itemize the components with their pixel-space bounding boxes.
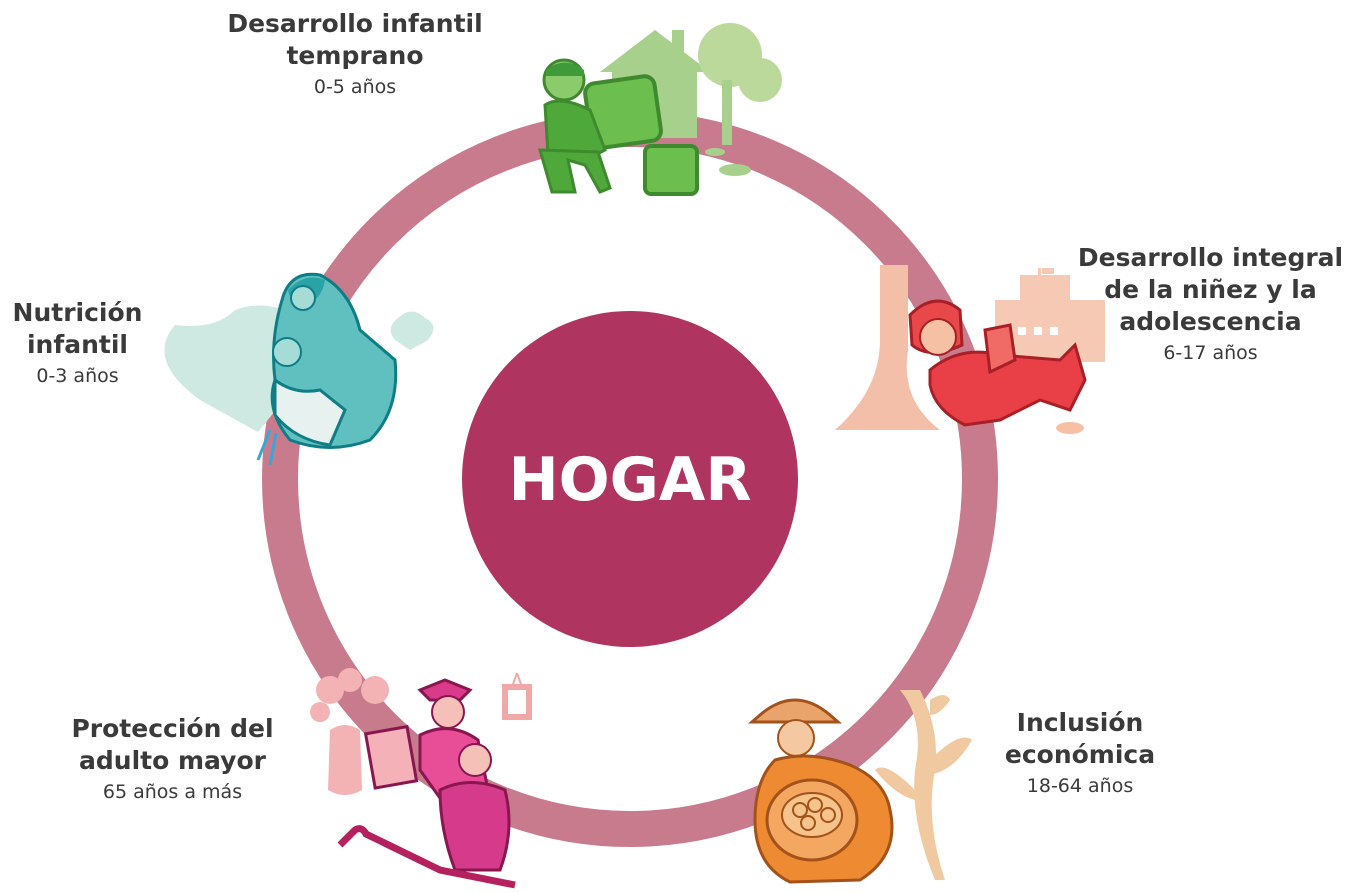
center-circle [462,311,798,647]
farmer-basket-illustration [748,690,972,884]
segment-label-proteccion-adulto: Protección del adulto mayor 65 años a má… [50,713,295,807]
center-label: HOGAR [508,445,751,515]
segment-title: Desarrollo infantil [227,9,483,38]
segment-label-nutricion-infantil: Nutrición infantil 0-3 años [0,297,155,391]
segment-label-inclusion-economica: Inclusión económica 18-64 años [980,707,1180,801]
segment-age: 0-3 años [36,365,119,387]
child-blocks-illustration [537,23,782,196]
segment-age: 65 años a más [102,781,243,803]
segment-title: Nutrición [12,298,143,327]
breastfeeding-illustration [164,272,434,466]
segment-title: de la niñez y la [1104,275,1317,304]
elderly-care-illustration [310,668,532,889]
segment-title: temprano [286,41,424,70]
segment-title: adolescencia [1119,307,1302,336]
segment-title: adulto mayor [79,746,266,775]
segment-label-desarrollo-integral: Desarrollo integral de la niñez y la ado… [1070,242,1351,368]
reading-child-illustration [835,265,1105,434]
segment-age: 18-64 años [1026,775,1134,797]
segment-title: económica [1004,740,1156,769]
segment-title: infantil [26,330,128,359]
segment-title: Inclusión [1016,708,1144,737]
segment-title: Protección del [71,714,274,743]
segment-age: 6-17 años [1163,342,1258,364]
segment-age: 0-5 años [313,76,397,98]
segment-label-desarrollo-infantil: Desarrollo infantil temprano 0-5 años [205,8,505,102]
segment-title: Desarrollo integral [1077,243,1344,272]
